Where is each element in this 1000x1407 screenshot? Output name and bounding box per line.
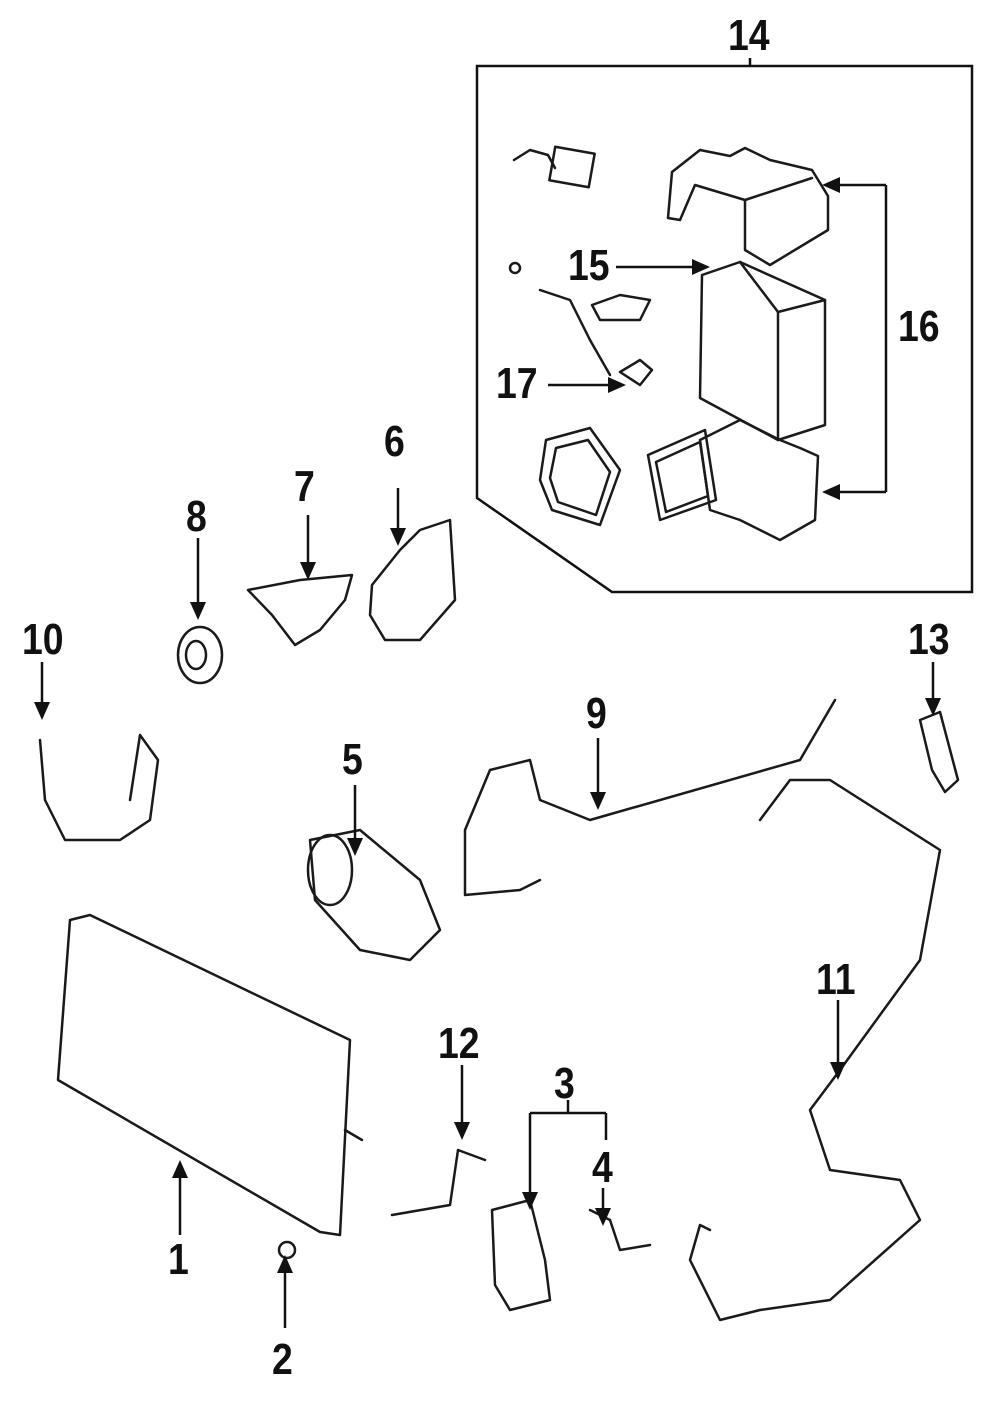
evaporator-lower-case: [646, 418, 820, 542]
discharge-hose: [38, 733, 160, 842]
callout-3: 3: [554, 1059, 575, 1108]
evaporator-upper-case: [666, 146, 830, 267]
callout-8: 8: [186, 492, 207, 541]
condenser: [56, 913, 364, 1237]
callout-12: 12: [438, 1019, 480, 1068]
suction-hose: [463, 698, 837, 897]
callout-16: 16: [898, 302, 940, 351]
callout-6: 6: [384, 417, 405, 466]
liquid-line-tube: [390, 1148, 487, 1217]
clutch-pulley: [176, 625, 224, 685]
callout-7: 7: [294, 462, 315, 511]
blower-resistor: [508, 145, 654, 387]
assembly-box-14: [475, 58, 974, 594]
evaporator-core: [698, 260, 827, 442]
callout-9: 9: [586, 689, 607, 738]
compressor: [306, 828, 442, 962]
callout-2: 2: [272, 1335, 293, 1384]
callout-14: 14: [728, 11, 770, 60]
callout-1: 1: [168, 1235, 189, 1284]
seal-gasket: [538, 426, 622, 527]
callout-11: 11: [816, 955, 856, 1004]
seal-plate: [918, 710, 960, 794]
callout-4: 4: [592, 1143, 613, 1192]
leader-lines: [34, 177, 941, 1328]
mounting-bracket: [246, 573, 354, 647]
callout-17: 17: [496, 359, 538, 408]
liquid-line: [688, 778, 942, 1322]
callout-5: 5: [342, 735, 363, 784]
condenser-fastener: [277, 1240, 297, 1260]
compressor-bracket: [368, 518, 457, 642]
callout-13: 13: [908, 615, 950, 664]
callout-15: 15: [568, 241, 610, 290]
callout-10: 10: [22, 615, 64, 664]
receiver-drier: [490, 1198, 552, 1312]
